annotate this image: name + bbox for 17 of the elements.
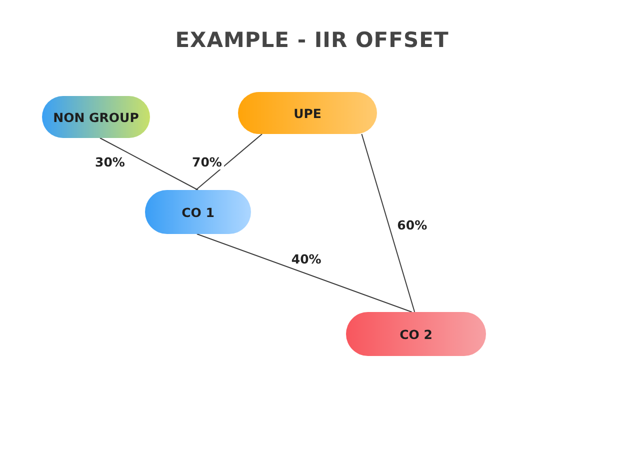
connector-line <box>196 234 412 312</box>
edge-label: 30% <box>93 154 127 170</box>
pill-node <box>145 190 251 234</box>
connector-line <box>195 134 263 190</box>
edge-label: 40% <box>289 252 324 266</box>
node-label: NON GROUP <box>53 110 139 124</box>
node-label: CO 1 <box>182 204 214 220</box>
node-label: UPE <box>294 106 322 120</box>
pill-node <box>238 92 377 134</box>
pill-node <box>42 96 150 138</box>
connector-line <box>100 138 198 190</box>
edge-label: 70% <box>190 154 224 170</box>
node-label: CO 2 <box>400 326 432 342</box>
connector-line <box>361 134 416 312</box>
pill-node <box>346 312 486 356</box>
diagram-title: EXAMPLE - IIR OFFSET <box>175 28 449 52</box>
edge-label: 60% <box>395 218 430 232</box>
